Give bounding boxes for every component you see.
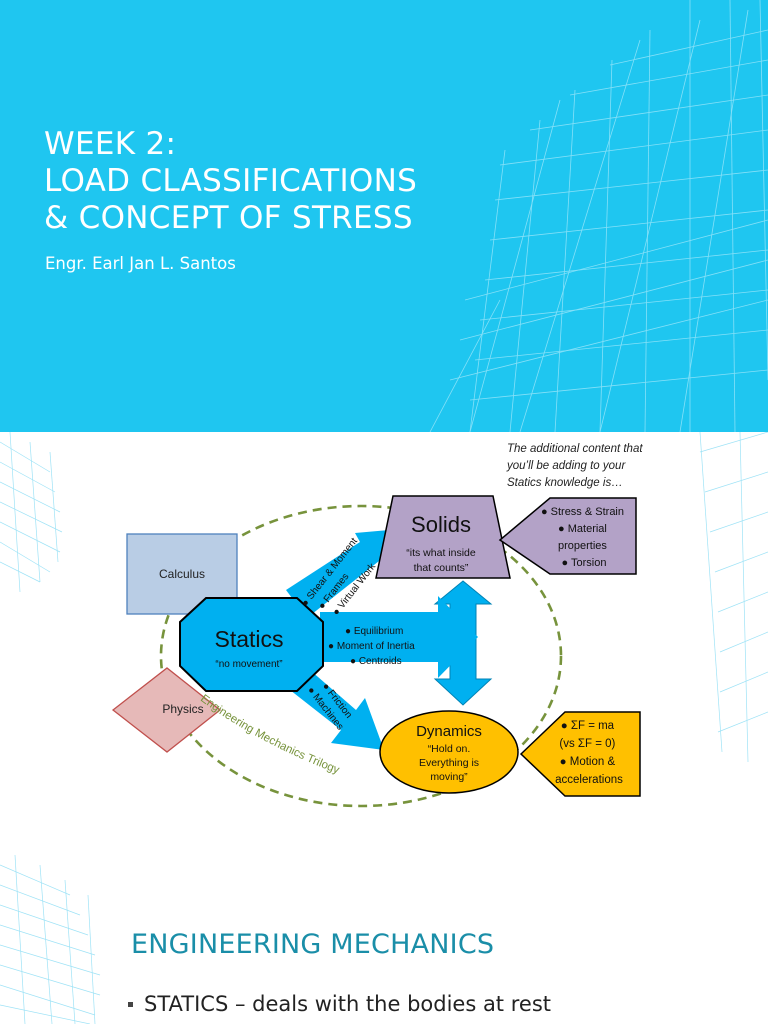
solids-topic-1: ● Stress & Strain xyxy=(541,506,624,518)
author-name: Engr. Earl Jan L. Santos xyxy=(45,254,236,273)
dynamics-topic-3: ● Motion & xyxy=(560,756,616,768)
statics-bullet: STATICS – deals with the bodies at rest xyxy=(128,992,551,1016)
callout-line-1: The additional content that xyxy=(507,443,643,455)
arrow-to-right xyxy=(320,596,478,678)
arrow-to-dynamics xyxy=(290,670,384,750)
solids-topic-4: ● Torsion xyxy=(562,557,607,569)
solids-title: Solids xyxy=(411,512,471,537)
middle-arrow-item-1: ● Equilibrium xyxy=(345,626,403,637)
solids-subtitle-line-2: that counts” xyxy=(414,562,469,574)
statics-title: Statics xyxy=(214,626,283,652)
engineering-mechanics-diagram: The additional content that you’ll be ad… xyxy=(0,432,768,808)
dynamics-topics-callout xyxy=(519,711,641,797)
physics-diamond xyxy=(111,667,222,753)
middle-arrow-item-2: ● Moment of Inertia xyxy=(328,641,415,652)
title-line-2: LOAD CLASSIFICATIONS xyxy=(44,163,418,199)
mechanics-diagram-slide: The additional content that you’ll be ad… xyxy=(0,432,768,835)
dynamics-title: Dynamics xyxy=(416,723,482,740)
arrow-to-solids xyxy=(286,529,400,618)
title-line-1: WEEK 2: xyxy=(44,126,177,162)
middle-arrow-items: ● Equilibrium ● Moment of Inertia ● Cent… xyxy=(328,626,417,667)
wireframe-decoration-slide3 xyxy=(0,854,101,1024)
dynamics-topic-2: (vs ΣF = 0) xyxy=(559,738,615,750)
solids-shape xyxy=(375,495,511,579)
solids-topic-2: ● Material xyxy=(558,523,607,535)
bullet-square-icon xyxy=(128,1001,133,1007)
solids-topic-3: properties xyxy=(558,540,607,552)
title-slide: WEEK 2: LOAD CLASSIFICATIONS & CONCEPT O… xyxy=(0,0,768,432)
dynamics-subtitle-line-2: Everything is xyxy=(419,757,479,769)
dynamics-topic-4: accelerations xyxy=(555,774,623,786)
dynamics-subtitle-line-3: moving” xyxy=(430,771,468,783)
callout-text: The additional content that you’ll be ad… xyxy=(506,443,646,489)
dynamics-topics-text: ● ΣF = ma (vs ΣF = 0) ● Motion & acceler… xyxy=(555,720,623,786)
statics-octagon xyxy=(179,597,324,692)
title-line-3: & CONCEPT OF STRESS xyxy=(44,200,413,236)
dynamics-ellipse xyxy=(379,710,519,794)
solids-topics-callout xyxy=(498,497,637,575)
trilogy-dashed-ellipse xyxy=(159,504,563,808)
statics-bullet-text: STATICS – deals with the bodies at rest xyxy=(144,992,551,1016)
solids-subtitle-line-1: “its what inside xyxy=(406,547,476,559)
building-wireframe-art xyxy=(429,0,768,432)
dynamics-subtitle-line-1: “Hold on. xyxy=(428,743,471,755)
wireframe-decoration-left xyxy=(0,432,63,593)
slide-title: WEEK 2: LOAD CLASSIFICATIONS & CONCEPT O… xyxy=(44,126,417,237)
dynamics-topic-1: ● ΣF = ma xyxy=(561,720,615,732)
engineering-mechanics-slide: ENGINEERING MECHANICS STATICS – deals wi… xyxy=(0,835,768,1024)
calculus-label: Calculus xyxy=(159,567,205,581)
solids-topics-text: ● Stress & Strain ● Material properties … xyxy=(541,506,627,569)
wireframe-decoration-right xyxy=(699,432,768,763)
callout-line-3: Statics knowledge is… xyxy=(507,477,623,489)
section-heading: ENGINEERING MECHANICS xyxy=(131,929,495,960)
middle-arrow-item-3: ● Centroids xyxy=(350,656,402,667)
statics-subtitle: “no movement” xyxy=(215,659,282,670)
physics-label: Physics xyxy=(162,702,203,716)
callout-line-2: you’ll be adding to your xyxy=(506,460,626,472)
